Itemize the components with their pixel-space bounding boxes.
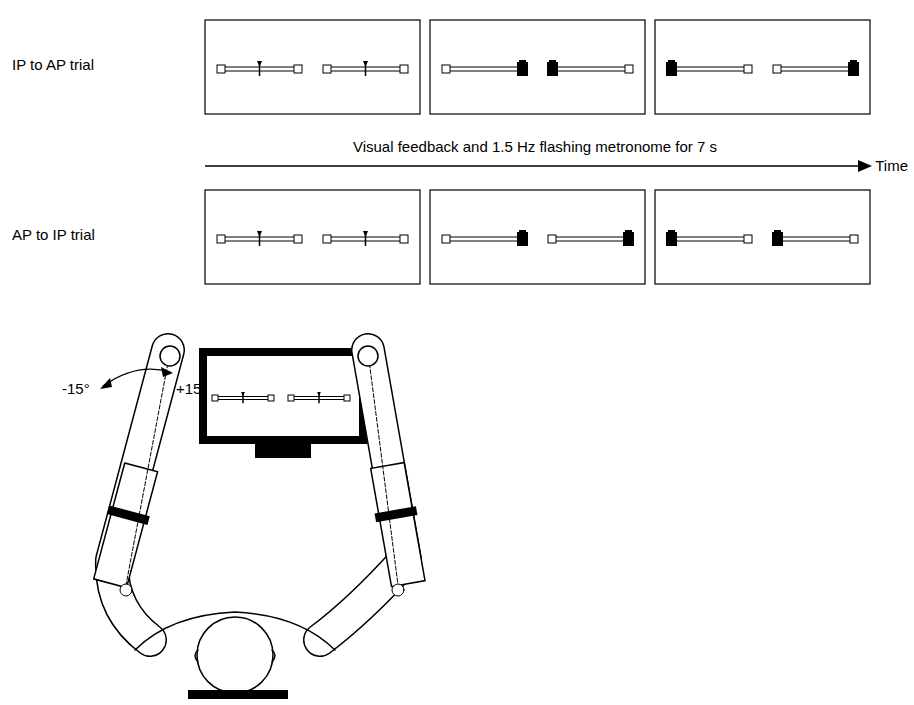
trial-panel	[655, 190, 870, 284]
cursor-marker	[668, 60, 675, 62]
slider-end	[400, 235, 408, 243]
cursor-marker	[519, 230, 526, 232]
slider-end	[850, 235, 858, 243]
slider-end	[744, 65, 752, 73]
slider-end	[217, 235, 225, 243]
target-tick	[257, 231, 262, 237]
cursor-marker	[774, 230, 781, 232]
target-tick	[363, 231, 368, 237]
slider-bar	[450, 241, 519, 242]
cursor-marker	[625, 230, 632, 232]
axis-label: Time	[875, 157, 908, 175]
monitor-sliders	[212, 392, 350, 403]
cursor-marker	[517, 232, 528, 246]
slider-bar	[675, 71, 744, 72]
trial-panel	[205, 190, 420, 284]
slider-end	[625, 65, 633, 73]
slider-bar	[556, 71, 625, 72]
cursor-marker	[666, 232, 677, 246]
target-tick	[317, 392, 321, 397]
slider-bar	[781, 67, 850, 68]
cursor-marker	[517, 62, 528, 76]
slider-end	[744, 235, 752, 243]
slider-bar	[675, 237, 744, 238]
slider-end	[323, 65, 331, 73]
slider-bar	[675, 241, 744, 242]
slider-bar	[450, 237, 519, 238]
slider-bar	[781, 237, 850, 238]
slider-end	[212, 395, 218, 401]
slider-bar	[556, 241, 625, 242]
cursor-marker	[666, 62, 677, 76]
slider-end	[548, 235, 556, 243]
row-label: IP to AP trial	[12, 56, 94, 74]
trial-panel	[430, 20, 645, 114]
target-tick	[363, 61, 368, 67]
target-tick	[257, 61, 262, 67]
slider-bar	[450, 71, 519, 72]
trial-panel	[430, 190, 645, 284]
slider-end	[294, 65, 302, 73]
time-arrow	[205, 160, 872, 172]
trial-panels	[205, 20, 870, 284]
slider-end	[268, 395, 274, 401]
row-label: AP to IP trial	[12, 226, 95, 244]
cursor-marker	[848, 62, 859, 76]
trial-panel	[205, 20, 420, 114]
cursor-marker	[547, 62, 558, 76]
slider-end	[442, 235, 450, 243]
trial-panel	[655, 20, 870, 114]
target-tick	[241, 392, 245, 397]
slider-end	[217, 65, 225, 73]
monitor	[203, 352, 363, 458]
cursor-marker	[772, 232, 783, 246]
slider-bar	[781, 241, 850, 242]
cursor-marker	[850, 60, 857, 62]
angle-label: +15°	[176, 380, 207, 398]
participant	[90, 346, 429, 699]
slider-bar	[556, 67, 625, 68]
slider-end	[294, 235, 302, 243]
cursor-marker	[623, 232, 634, 246]
angle-label: -15°	[62, 380, 90, 398]
cursor-marker	[549, 60, 556, 62]
cursor-marker	[668, 230, 675, 232]
slider-end	[288, 395, 294, 401]
slider-end	[400, 65, 408, 73]
slider-end	[323, 235, 331, 243]
axis-caption: Visual feedback and 1.5 Hz flashing metr…	[353, 138, 717, 156]
slider-bar	[556, 237, 625, 238]
slider-end	[442, 65, 450, 73]
slider-bar	[781, 71, 850, 72]
cursor-marker	[519, 60, 526, 62]
slider-end	[773, 65, 781, 73]
slider-bar	[450, 67, 519, 68]
slider-end	[344, 395, 350, 401]
slider-bar	[675, 67, 744, 68]
